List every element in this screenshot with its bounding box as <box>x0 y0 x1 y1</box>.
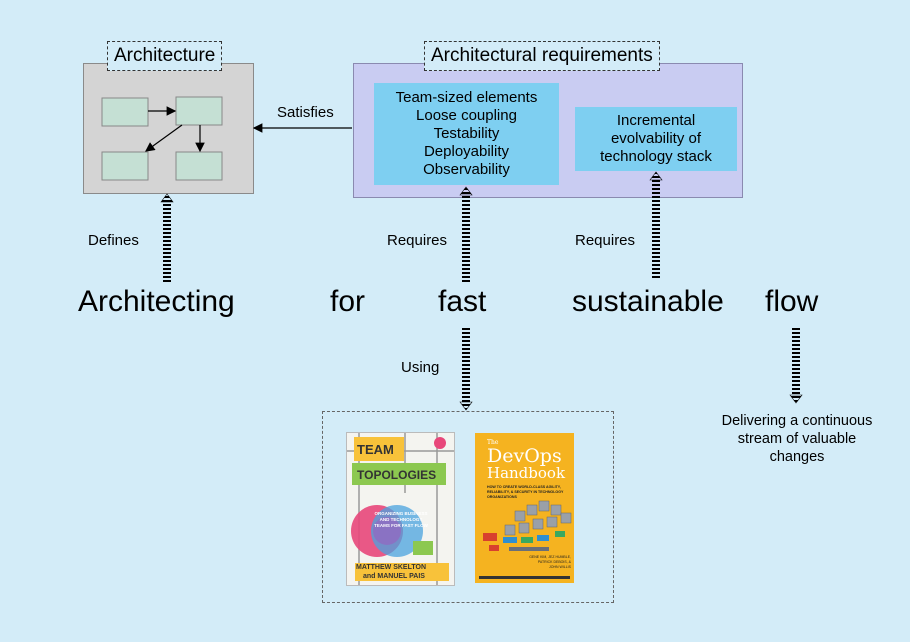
flow-outcome-line: Delivering a continuous <box>721 413 873 429</box>
requirement-item: Observability <box>423 161 510 178</box>
requirement-item: Loose coupling <box>416 107 517 124</box>
books-panel <box>322 411 614 603</box>
devops-art <box>483 500 572 551</box>
defines-label: Defines <box>88 232 139 249</box>
requires-label: Requires <box>575 232 636 249</box>
devops-handbook-book-cover: The DevOps Handbook HOW TO CREATE WORLD-… <box>475 433 574 583</box>
requires-arrow <box>649 171 663 278</box>
team-topologies-authors-line2: and MANUEL PAIS <box>363 573 425 580</box>
devops-title2: Handbook <box>487 464 566 482</box>
team-topologies-art <box>347 433 454 585</box>
component-box <box>175 96 223 126</box>
requirement-item: Team-sized elements <box>395 89 538 106</box>
using-label: Using <box>401 359 440 376</box>
requires-arrow <box>459 186 473 282</box>
requirement-line: technology stack <box>600 148 712 165</box>
architecture-title: Architecture <box>107 41 223 71</box>
component-arrow <box>145 124 183 152</box>
requirements-right-box: Incremental evolvability of technology s… <box>575 107 737 171</box>
word-architecting: Architecting <box>78 285 235 318</box>
team-topologies-authors-line1: MATTHEW SKELTON <box>356 564 426 571</box>
requirement-line: Incremental <box>616 112 696 129</box>
flow-outcome-arrow <box>789 328 803 404</box>
word-fast: fast <box>438 285 487 318</box>
word-flow: flow <box>765 285 819 318</box>
word-for: for <box>330 285 366 318</box>
component-box <box>175 151 223 181</box>
flow-outcome-line: changes <box>769 449 825 465</box>
defines-arrow <box>160 193 174 282</box>
team-topologies-tagline: ORGANIZING BUSINESS AND TECHNOLOGY TEAMS… <box>374 511 428 528</box>
devops-authors: GENE KIM, JEZ HUMBLE, PATRICK DEBOIS, & … <box>529 555 571 569</box>
devops-bottom-bar <box>479 576 570 579</box>
requirements-left-box: Team-sized elements Loose coupling Testa… <box>374 83 559 185</box>
satisfies-label: Satisfies <box>277 104 334 121</box>
flow-outcome-line: stream of valuable <box>737 431 857 447</box>
requires-label: Requires <box>387 232 448 249</box>
devops-the: The <box>487 439 499 446</box>
team-topologies-line2: TOPOLOGIES <box>357 468 437 482</box>
requirements-title: Architectural requirements <box>424 41 660 71</box>
requirement-line: evolvability of <box>610 130 702 147</box>
requirement-item: Testability <box>433 125 500 142</box>
word-sustainable: sustainable <box>572 285 724 318</box>
component-box <box>101 151 149 181</box>
devops-subtitle: HOW TO CREATE WORLD-CLASS AGILITY, RELIA… <box>487 485 564 499</box>
devops-title1: DevOps <box>487 445 562 467</box>
requirement-item: Deployability <box>423 143 510 160</box>
flow-outcome-text: Delivering a continuous stream of valuab… <box>712 412 882 466</box>
component-box <box>101 97 149 127</box>
using-arrow <box>459 328 473 411</box>
team-topologies-book-cover: TEAM TOPOLOGIES ORGANIZING BUSINESS AND … <box>346 432 455 586</box>
team-topologies-line1: TEAM <box>357 442 394 457</box>
